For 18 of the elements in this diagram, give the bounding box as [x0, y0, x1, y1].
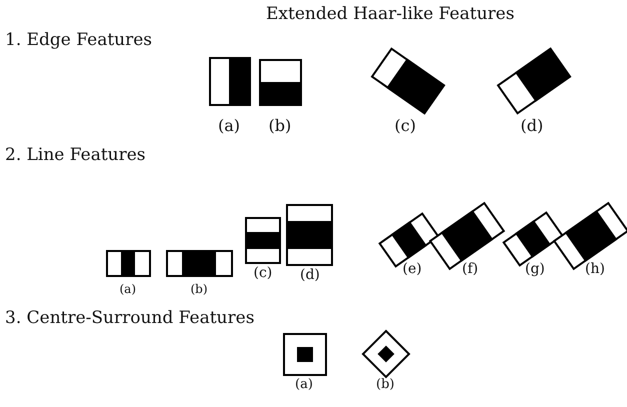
caption-letter: (a) [120, 283, 136, 295]
caption-letter: (d) [520, 118, 544, 134]
caption-letter: (h) [585, 262, 605, 276]
caption-letter: (a) [295, 378, 313, 391]
section-heading: 2. Line Features [5, 147, 146, 164]
caption-letter: (f) [462, 262, 478, 276]
caption-letter: (c) [394, 118, 416, 134]
section-heading: 3. Centre-Surround Features [5, 310, 254, 327]
caption-letter: (a) [218, 118, 240, 134]
caption-letter: (g) [525, 262, 545, 276]
caption-letter: (d) [300, 268, 320, 282]
caption-letter: (b) [268, 118, 292, 134]
caption-letter: (e) [402, 262, 422, 276]
caption-letter: (b) [376, 378, 394, 391]
diagram-title: Extended Haar-like Features [266, 6, 514, 23]
caption-letter: (c) [254, 266, 272, 280]
section-heading: 1. Edge Features [5, 32, 152, 49]
caption-letter: (b) [190, 283, 208, 295]
